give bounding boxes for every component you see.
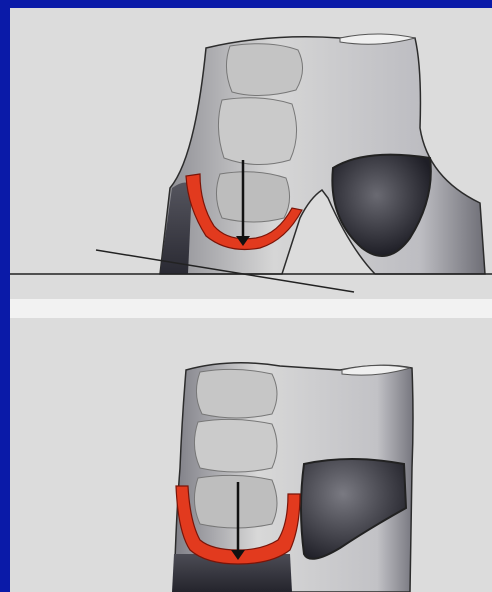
bottom-illustration: [10, 318, 492, 592]
top-panel: [10, 8, 492, 299]
bone-segment-2: [194, 419, 277, 472]
bone-segment-1: [196, 369, 277, 418]
bone-segment-3: [216, 172, 289, 222]
bone-segment-1: [226, 44, 302, 96]
bone-segment-3: [194, 475, 277, 528]
bottom-panel: [10, 318, 492, 592]
top-illustration: [10, 8, 492, 299]
bone-segment-2: [218, 98, 296, 165]
panel-divider: [10, 299, 492, 318]
